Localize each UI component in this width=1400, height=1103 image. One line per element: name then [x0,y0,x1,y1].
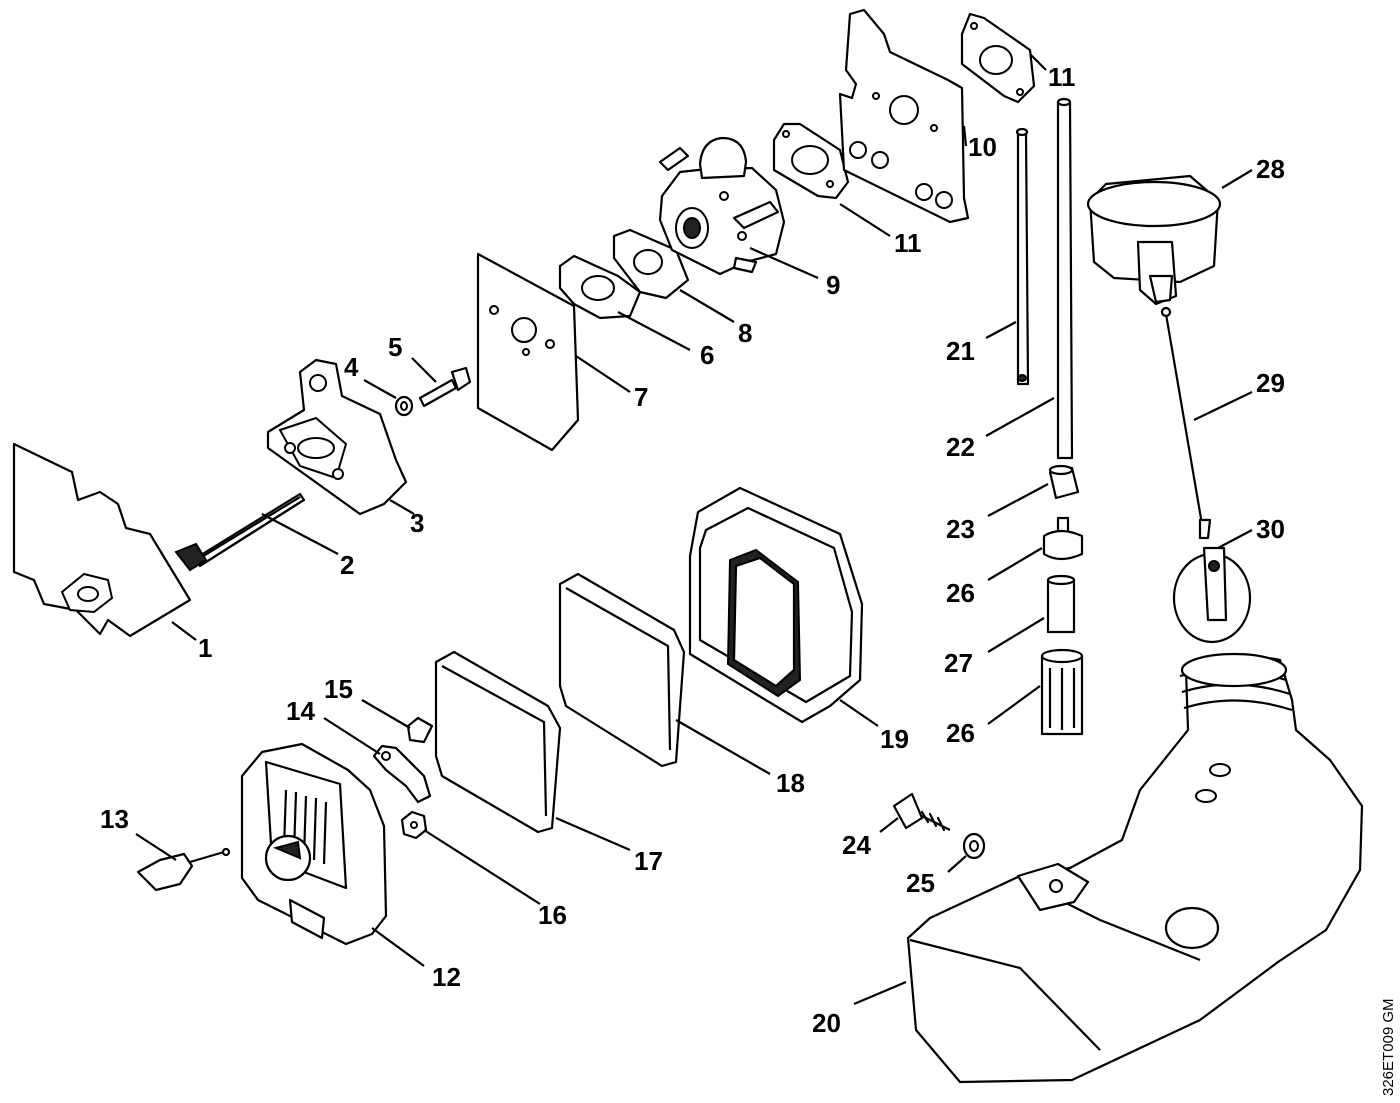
callout-11-lower: 11 [894,228,922,258]
callout-29: 29 [1256,368,1285,398]
part-30-retainer [1172,546,1252,644]
part-28-cap [1086,174,1222,306]
part-11-gasket-upper [960,12,1036,104]
part-9-carburetor [658,136,786,276]
part-26-filter-lower [1040,648,1084,736]
part-14-bracket [372,744,432,804]
callout-19: 19 [880,724,909,754]
part-5-screw [418,366,472,408]
callout-15: 15 [324,674,353,704]
part-23-plug [1048,464,1080,500]
callout-23: 23 [946,514,975,544]
leader-lines [135,53,1253,1006]
callout-20: 20 [812,1008,841,1038]
part-2-bolt [174,492,306,572]
callout-1: 1 [198,633,212,663]
callout-21: 21 [946,336,975,366]
callout-12: 12 [432,962,461,992]
part-1-gasket [12,442,192,638]
part-12-cover [240,742,388,946]
part-11-gasket-lower [772,122,850,200]
callout-14: 14 [286,696,315,726]
part-4-washer [394,395,414,417]
callout-30: 30 [1256,514,1285,544]
callout-17: 17 [634,846,663,876]
part-3-manifold [266,358,408,516]
part-17-pad [434,650,562,834]
callout-11-upper: 11 [1048,62,1076,92]
callout-6: 6 [700,340,714,370]
part-6-flange [558,254,642,320]
callout-25: 25 [906,868,935,898]
callout-28: 28 [1256,154,1285,184]
part-15-clip [406,716,434,744]
part-26-fitting-upper [1042,516,1084,561]
part-7-gasket [476,252,580,452]
callout-22: 22 [946,432,975,462]
callout-2: 2 [340,550,354,580]
callout-7: 7 [634,382,648,412]
part-21-hose [1015,127,1030,386]
part-18-filter [558,572,686,768]
part-10-plate [838,8,970,224]
part-8-gasket [612,228,690,300]
callout-8: 8 [738,318,752,348]
callout-10: 10 [968,132,997,162]
callout-13: 13 [100,804,129,834]
drawing-reference-code: 326ET009 GM [1380,998,1397,1096]
callout-27: 27 [944,648,973,678]
part-13-lever [136,847,231,892]
part-16-nut [400,810,428,840]
callout-labels: 1 2 3 4 5 6 7 8 9 10 11 11 12 13 14 15 1… [100,62,1285,1038]
part-22-hose [1056,97,1074,460]
part-20-tank [906,652,1364,1084]
callout-9: 9 [826,270,840,300]
callout-3: 3 [410,508,424,538]
part-27-sleeve [1046,574,1076,634]
callout-26-upper: 26 [946,578,975,608]
part-29-cord [1160,306,1212,540]
part-24-screw [892,792,951,832]
callout-24: 24 [842,830,871,860]
callout-5: 5 [388,332,402,362]
callout-4: 4 [344,352,359,382]
part-25-washer [962,832,986,860]
callout-18: 18 [776,768,805,798]
part-19-housing [688,486,864,724]
callout-16: 16 [538,900,567,930]
callout-26-lower: 26 [946,718,975,748]
